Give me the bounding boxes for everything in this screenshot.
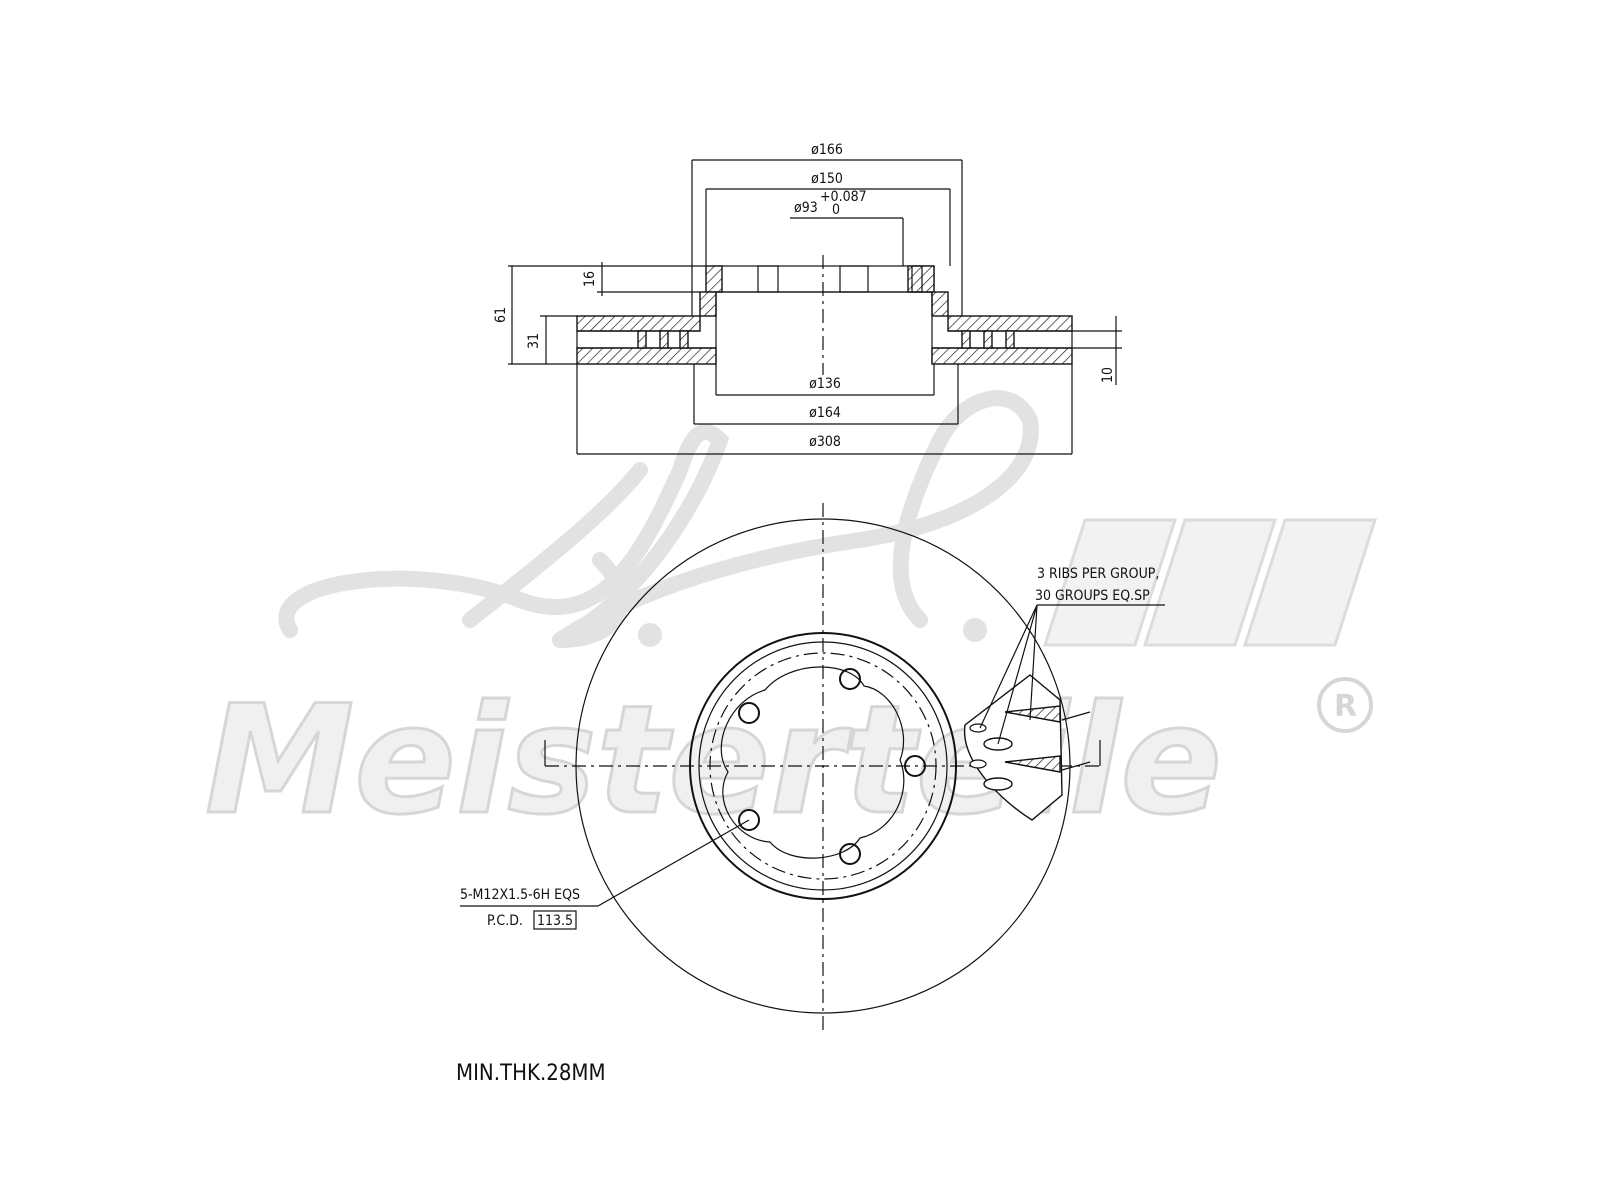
stud-slot-2 [839,265,869,293]
dim-d136: ø136 [715,364,935,396]
svg-text:61: 61 [493,307,509,323]
svg-text:ø166: ø166 [811,142,843,158]
thread-note-text: 5-M12X1.5-6H EQS [460,887,580,903]
min-thickness-note: MIN.THK.28MM [456,1061,606,1086]
hat-wall-left [705,265,723,293]
vent-ribs-left [637,330,689,349]
center-bore [720,666,905,859]
watermark-script-a [462,462,648,648]
ring-bottom-left [576,347,717,365]
dim-d308: ø308 [576,364,1073,455]
watermark: Meisterteile R [204,390,1378,850]
svg-text:ø93: ø93 [794,200,818,216]
bolt-hole-5 [839,843,861,865]
dim-d150: ø150 [705,171,951,266]
pcd-value-box [533,910,577,930]
stud-slot-1 [757,265,779,293]
svg-text:ø308: ø308 [809,434,841,450]
dim-d93: ø93 +0.087 0 [790,189,904,266]
bolt-hole-4 [738,809,760,831]
pcd-value: 113.5 [537,913,573,929]
svg-text:+0.087: +0.087 [820,189,867,205]
rib-cutaway-detail [963,674,1091,821]
thread-note: 5-M12X1.5-6H EQS P.C.D. 113.5 [460,819,750,930]
dim-h10: 10 [1072,316,1122,385]
pcd-label: P.C.D. [487,913,523,929]
svg-text:0: 0 [832,202,840,218]
dim-h16: 16 [582,262,706,296]
vent-ribs-right [961,330,1015,349]
bolt-hole-2 [738,702,760,724]
front-view: 3 RIBS PER GROUP, 30 GROUPS EQ.SP 5-M12X… [460,503,1165,1030]
svg-text:ø164: ø164 [809,405,841,421]
watermark-dot-1 [638,623,662,647]
svg-text:31: 31 [526,333,542,349]
section-view: ø166 ø150 ø93 +0.087 0 ø136 ø164 [493,142,1122,455]
ring-top-right [947,315,1073,332]
dim-h31: 31 [526,315,577,364]
svg-text:ø150: ø150 [811,171,843,187]
watermark-stripes [1042,518,1378,647]
svg-text:ø136: ø136 [809,376,841,392]
svg-text:10: 10 [1100,367,1116,383]
bolt-hole-1 [839,668,861,690]
watermark-registered-icon: R [1317,677,1373,733]
svg-text:16: 16 [582,271,598,287]
dim-d166: ø166 [691,142,963,316]
watermark-script-swoosh [278,390,1039,648]
ribs-note: 3 RIBS PER GROUP, 30 GROUPS EQ.SP [979,566,1165,745]
ring-bottom-right [931,347,1073,365]
svg-text:R: R [1334,689,1357,724]
watermark-dot-2 [963,618,987,642]
ring-top-left [576,315,701,332]
ribs-note-line2: 30 GROUPS EQ.SP [1035,588,1150,604]
ribs-note-line1: 3 RIBS PER GROUP, [1037,566,1159,582]
dim-h61: 61 [493,265,597,365]
hat-neck-left [699,291,717,317]
dim-d164: ø164 [693,364,959,425]
hat-neck-right [931,291,949,317]
